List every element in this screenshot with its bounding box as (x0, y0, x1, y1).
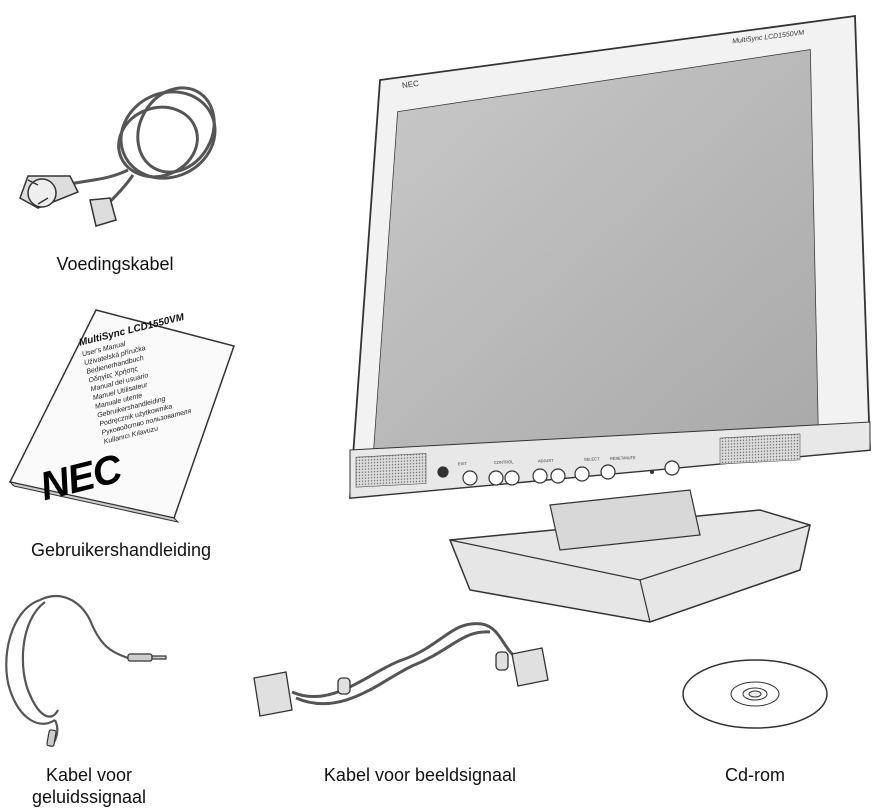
monitor-button-label: CONTROL (493, 459, 514, 465)
audio-cable-icon (5, 595, 167, 747)
monitor-button-label: EXIT (457, 460, 467, 467)
audio-cable-illustration (0, 590, 180, 750)
power-cable-label: Voedingskabel (56, 254, 174, 274)
video-cable-icon (253, 622, 549, 717)
cd-disc-icon (682, 659, 828, 729)
video-cable-illustration (252, 610, 552, 730)
manual-book-icon (8, 309, 235, 523)
audio-cable-label-line1: Kabel voor (45, 765, 133, 785)
audio-cable-label: Kabel voor geluidssignaal (14, 764, 164, 808)
monitor-button-label: ADJUST (537, 457, 554, 464)
monitor-icon (349, 14, 871, 623)
video-cable-label: Kabel voor beeldsignaal (323, 765, 517, 785)
monitor-button-label: RESET/MUTE (609, 454, 636, 461)
audio-cable-label-line2: geluidssignaal (31, 787, 147, 807)
power-cable-icon (19, 86, 217, 227)
monitor-button-label: SELECT (583, 456, 600, 462)
cdrom-illustration (680, 656, 830, 736)
cdrom-label: Cd-rom (724, 765, 785, 785)
user-manual-label: Gebruikershandleiding (30, 540, 212, 560)
power-cable-illustration (8, 80, 228, 240)
